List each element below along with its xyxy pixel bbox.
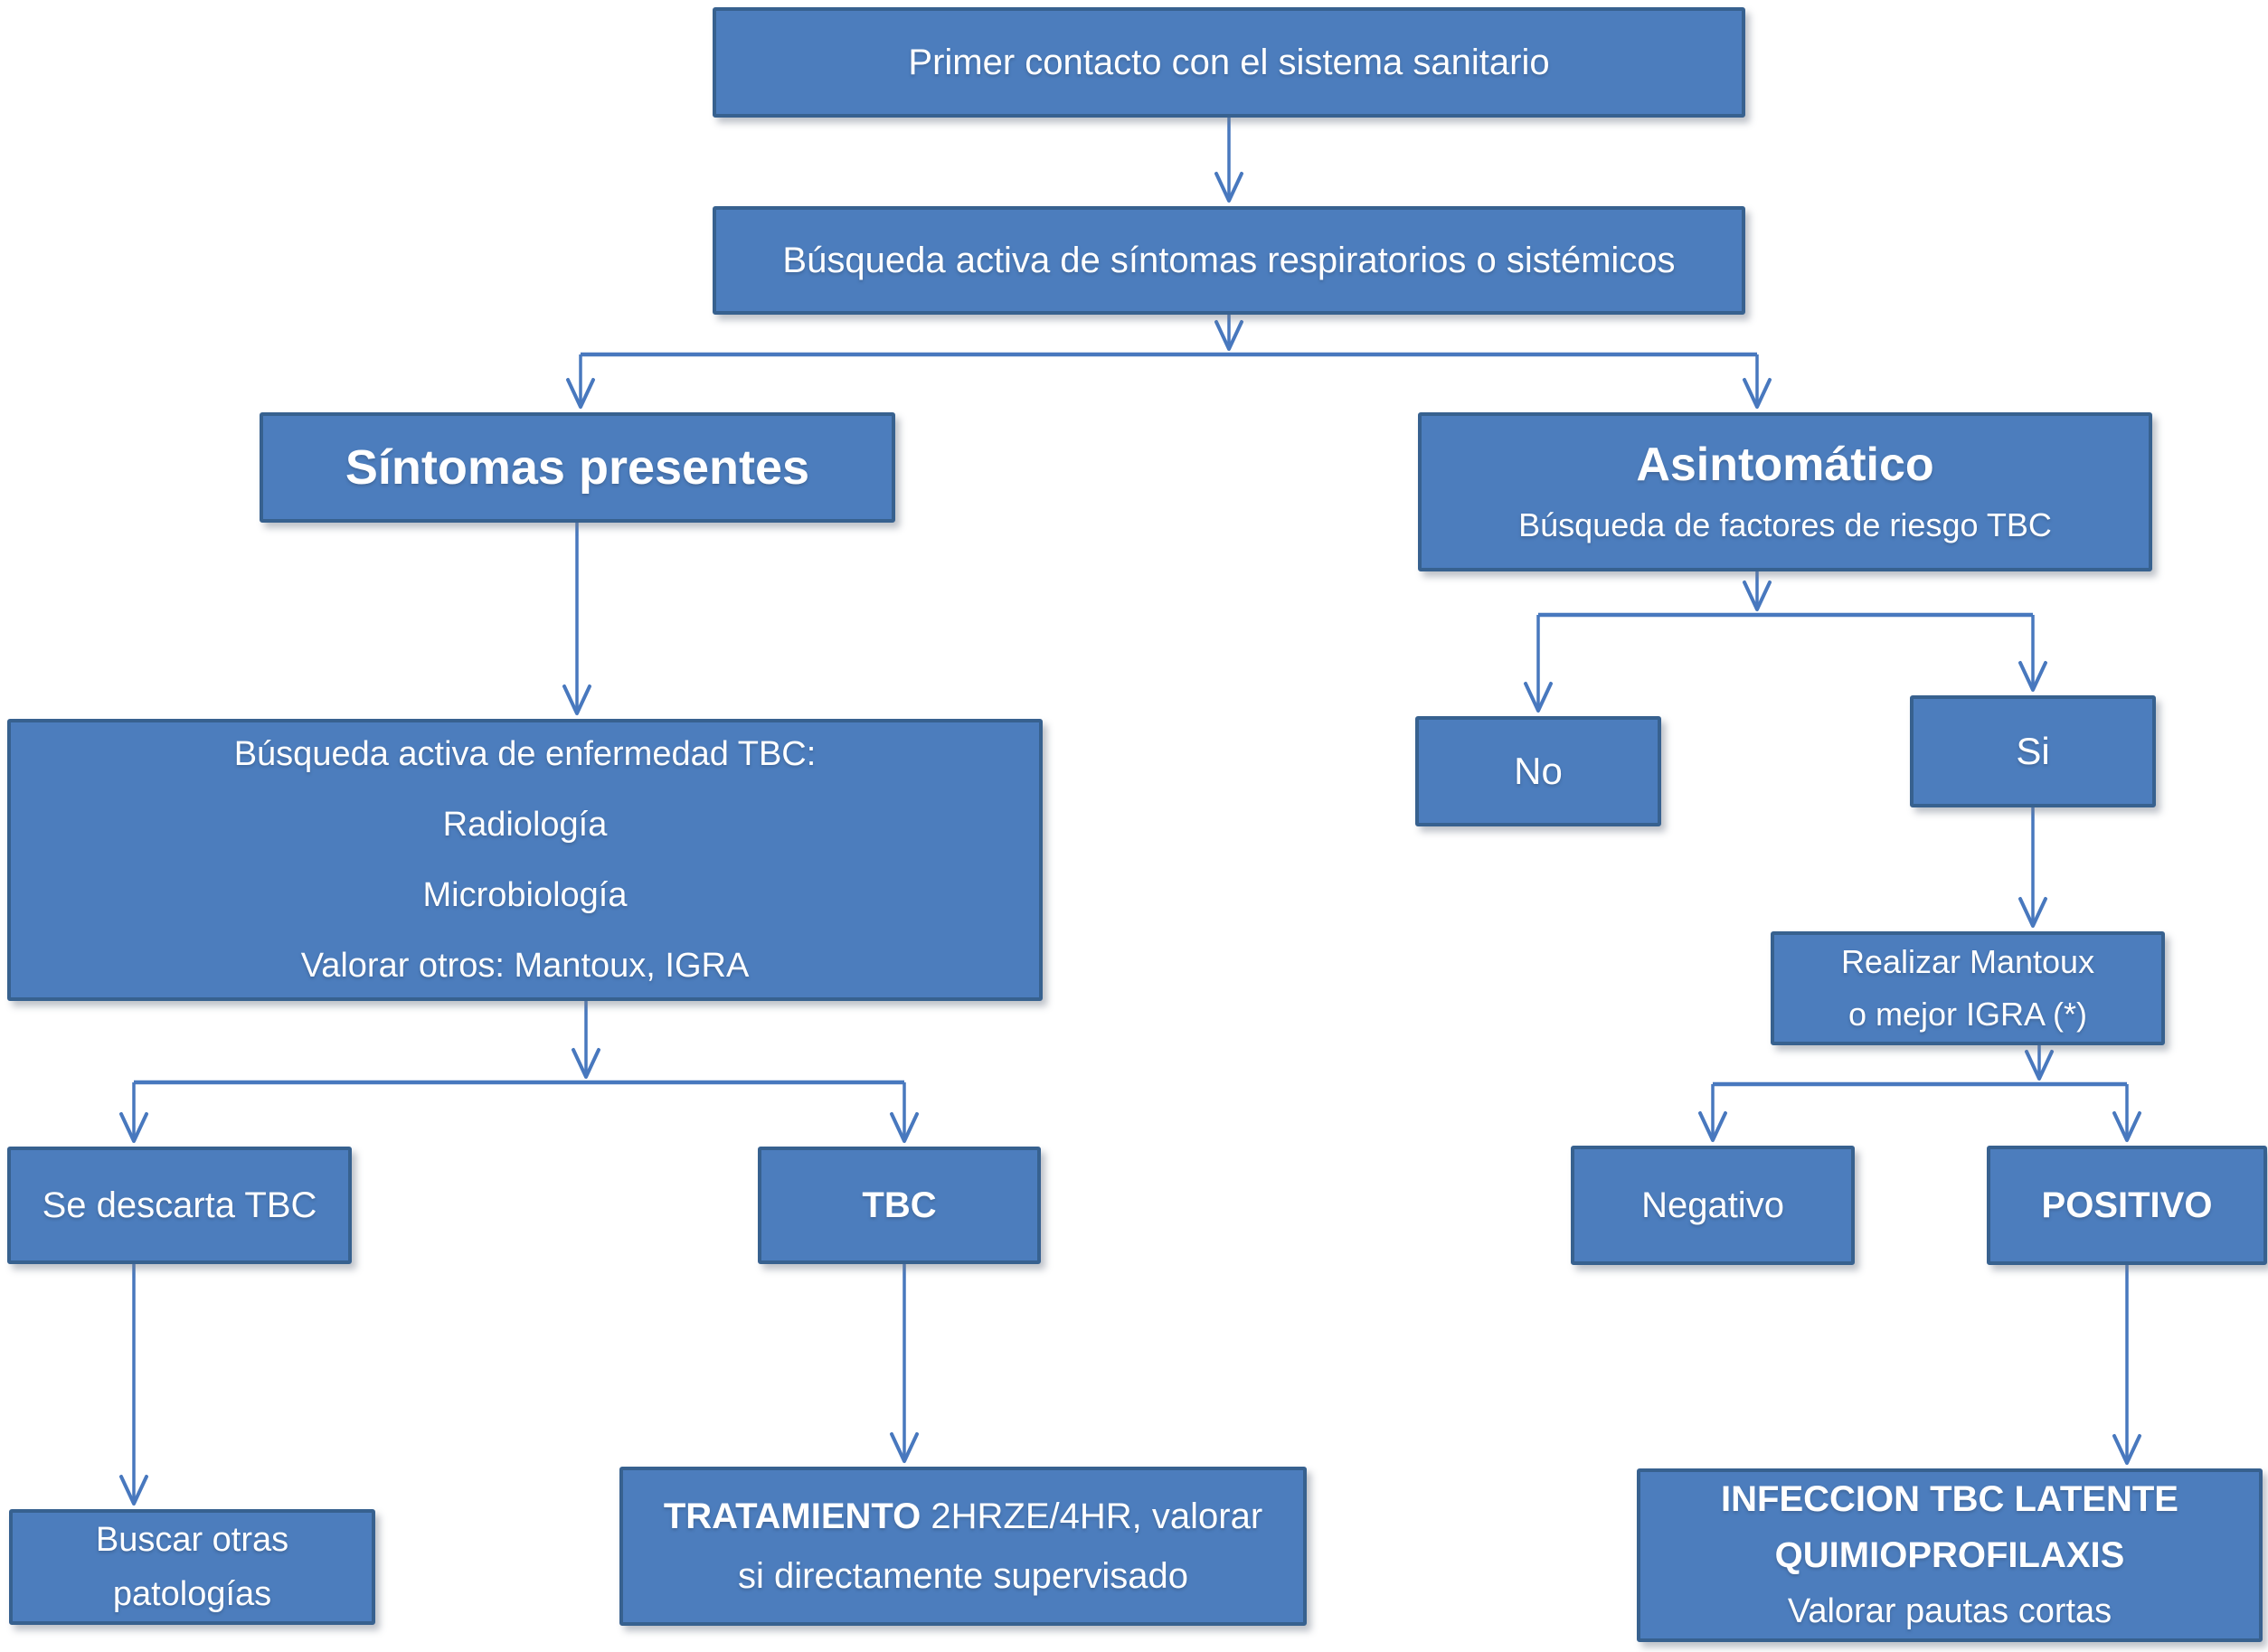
node-label: Se descarta TBC xyxy=(42,1185,317,1225)
node-sintomas-presentes: Síntomas presentes xyxy=(260,412,895,523)
node-line: Buscar otras xyxy=(95,1521,289,1559)
node-se-descarta-tbc: Se descarta TBC xyxy=(7,1147,352,1264)
node-no: No xyxy=(1415,716,1661,826)
node-label: TBC xyxy=(862,1185,937,1225)
tratamiento-rest-label: 2HRZE/4HR, valorar xyxy=(921,1496,1263,1536)
node-label: POSITIVO xyxy=(2041,1185,2213,1225)
node-busqueda-sintomas: Búsqueda activa de síntomas respiratorio… xyxy=(713,206,1745,315)
node-line: patologías xyxy=(112,1575,272,1613)
node-label: Si xyxy=(2016,729,2050,772)
node-label: Primer contacto con el sistema sanitario xyxy=(908,42,1550,82)
node-line: Valorar otros: Mantoux, IGRA xyxy=(300,947,750,985)
node-label: Negativo xyxy=(1641,1185,1784,1225)
node-line: si directamente supervisado xyxy=(737,1556,1189,1596)
node-buscar-otras: Buscar otras patologías xyxy=(9,1509,375,1625)
node-line: TRATAMIENTO 2HRZE/4HR, valorar xyxy=(664,1487,1262,1546)
node-label: Síntomas presentes xyxy=(345,439,810,495)
node-infeccion-tbc-latente: INFECCION TBC LATENTE QUIMIOPROFILAXIS V… xyxy=(1637,1468,2263,1642)
node-line: Realizar Mantoux xyxy=(1840,943,2095,980)
node-negativo: Negativo xyxy=(1571,1146,1855,1265)
node-positivo: POSITIVO xyxy=(1987,1146,2267,1265)
node-line: Microbiología xyxy=(422,876,628,914)
node-tbc: TBC xyxy=(758,1147,1041,1264)
node-tratamiento: TRATAMIENTO 2HRZE/4HR, valorar si direct… xyxy=(619,1467,1307,1626)
node-line: Búsqueda activa de enfermedad TBC: xyxy=(233,735,817,773)
node-line: o mejor IGRA (*) xyxy=(1847,996,2088,1033)
node-subtitle: Búsqueda de factores de riesgo TBC xyxy=(1518,506,2052,544)
node-line: Radiología xyxy=(442,806,608,844)
node-label: No xyxy=(1514,749,1563,792)
node-line: Valorar pautas cortas xyxy=(1787,1592,2112,1630)
node-busqueda-enfermedad: Búsqueda activa de enfermedad TBC: Radio… xyxy=(7,719,1043,1001)
node-title: Asintomático xyxy=(1636,439,1934,492)
node-si: Si xyxy=(1910,695,2156,807)
node-line: QUIMIOPROFILAXIS xyxy=(1774,1535,2125,1575)
tratamiento-bold-label: TRATAMIENTO xyxy=(663,1496,921,1536)
node-asintomatico: Asintomático Búsqueda de factores de rie… xyxy=(1418,412,2152,571)
node-realizar-mantoux: Realizar Mantoux o mejor IGRA (*) xyxy=(1771,931,2165,1045)
node-label: Búsqueda activa de síntomas respiratorio… xyxy=(782,241,1676,280)
node-primer-contacto: Primer contacto con el sistema sanitario xyxy=(713,7,1745,118)
node-line: INFECCION TBC LATENTE xyxy=(1721,1479,2178,1519)
